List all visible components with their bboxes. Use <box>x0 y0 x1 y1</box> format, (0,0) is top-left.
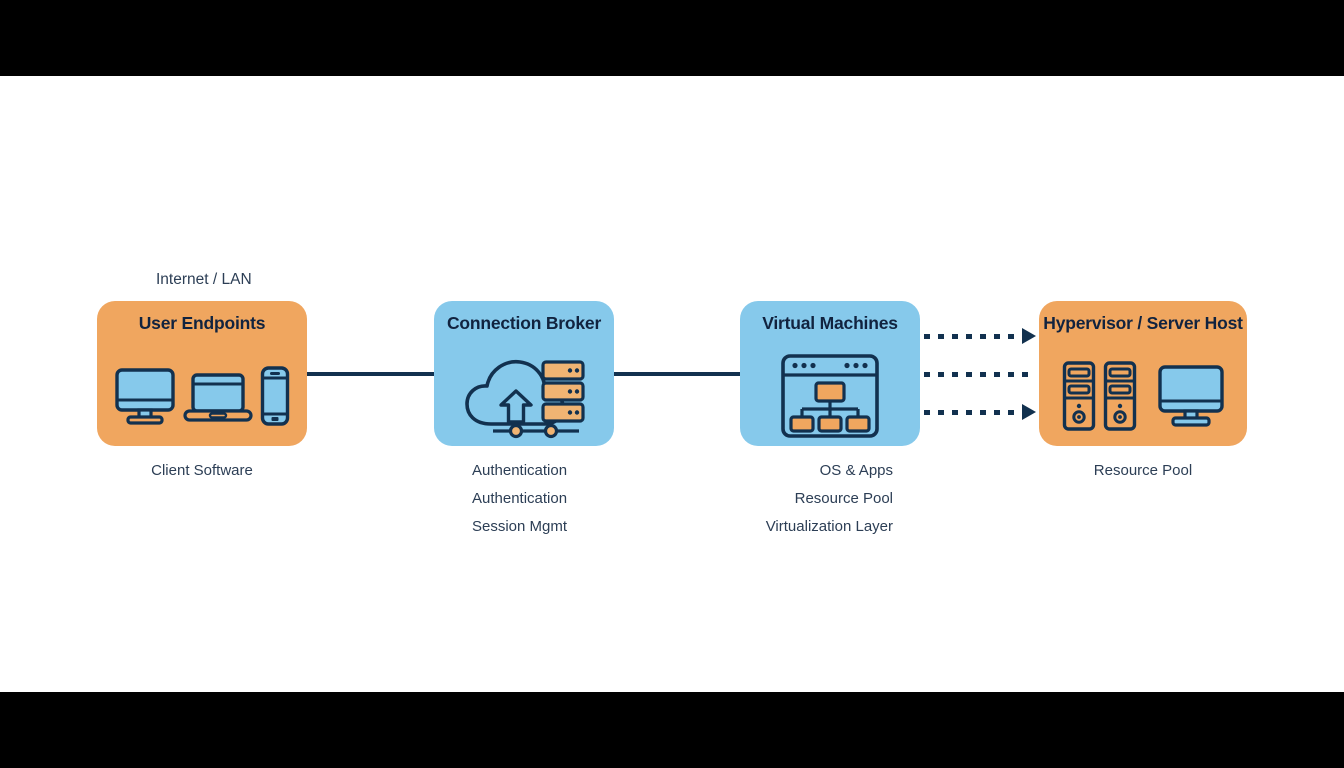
caption-virtual-machines-1: Resource Pool <box>794 490 893 507</box>
server-tower-icon <box>1103 360 1137 431</box>
letterbox-top <box>0 0 1344 76</box>
caption-connection-broker-0: Authentication <box>472 462 568 479</box>
node-hypervisor-server-host[interactable]: Hypervisor / Server Host <box>1039 301 1247 446</box>
caption-connection-broker-1: Authentication <box>472 490 568 507</box>
network-label: Internet / LAN <box>156 271 252 288</box>
node-hypervisor-server-host-title: Hypervisor / Server Host <box>1043 313 1243 333</box>
arrowhead-vms-to-host-3 <box>1022 404 1036 420</box>
connector-endpoints-to-broker <box>304 372 436 376</box>
letterbox-bottom <box>0 692 1344 768</box>
node-user-endpoints[interactable]: User Endpoints <box>97 301 307 446</box>
server-tower-icon <box>1062 360 1096 431</box>
diagram-canvas: Internet / LAN User Endpoints <box>0 76 1344 692</box>
desktop-monitor-icon <box>114 367 176 425</box>
connector-vms-to-host-3 <box>924 410 1024 415</box>
arrowhead-vms-to-host-1 <box>1022 328 1036 344</box>
connector-vms-to-host-2 <box>924 372 1034 377</box>
smartphone-icon <box>260 365 290 426</box>
caption-virtual-machines-0: OS & Apps <box>819 462 893 479</box>
cloud-server-network-icon <box>461 352 587 440</box>
node-hypervisor-server-host-icons <box>1039 345 1247 446</box>
caption-connection-broker-2: Session Mgmt <box>472 518 568 535</box>
caption-hypervisor-server-host-0: Resource Pool <box>1093 462 1193 479</box>
node-user-endpoints-icons <box>97 345 307 446</box>
node-user-endpoints-title: User Endpoints <box>138 313 266 333</box>
node-connection-broker[interactable]: Connection Broker <box>434 301 614 446</box>
desktop-monitor-icon <box>1157 364 1225 428</box>
laptop-icon <box>182 367 254 425</box>
connector-broker-to-vms <box>610 372 742 376</box>
node-virtual-machines[interactable]: Virtual Machines <box>740 301 920 446</box>
connector-vms-to-host-1 <box>924 334 1024 339</box>
vm-hierarchy-window-icon <box>780 353 880 439</box>
node-connection-broker-title: Connection Broker <box>446 313 602 333</box>
node-virtual-machines-icons <box>740 345 920 446</box>
node-virtual-machines-title: Virtual Machines <box>762 313 898 333</box>
caption-user-endpoints-0: Client Software <box>151 462 253 479</box>
node-connection-broker-icons <box>434 345 614 446</box>
caption-virtual-machines-2: Virtualization Layer <box>765 518 893 535</box>
